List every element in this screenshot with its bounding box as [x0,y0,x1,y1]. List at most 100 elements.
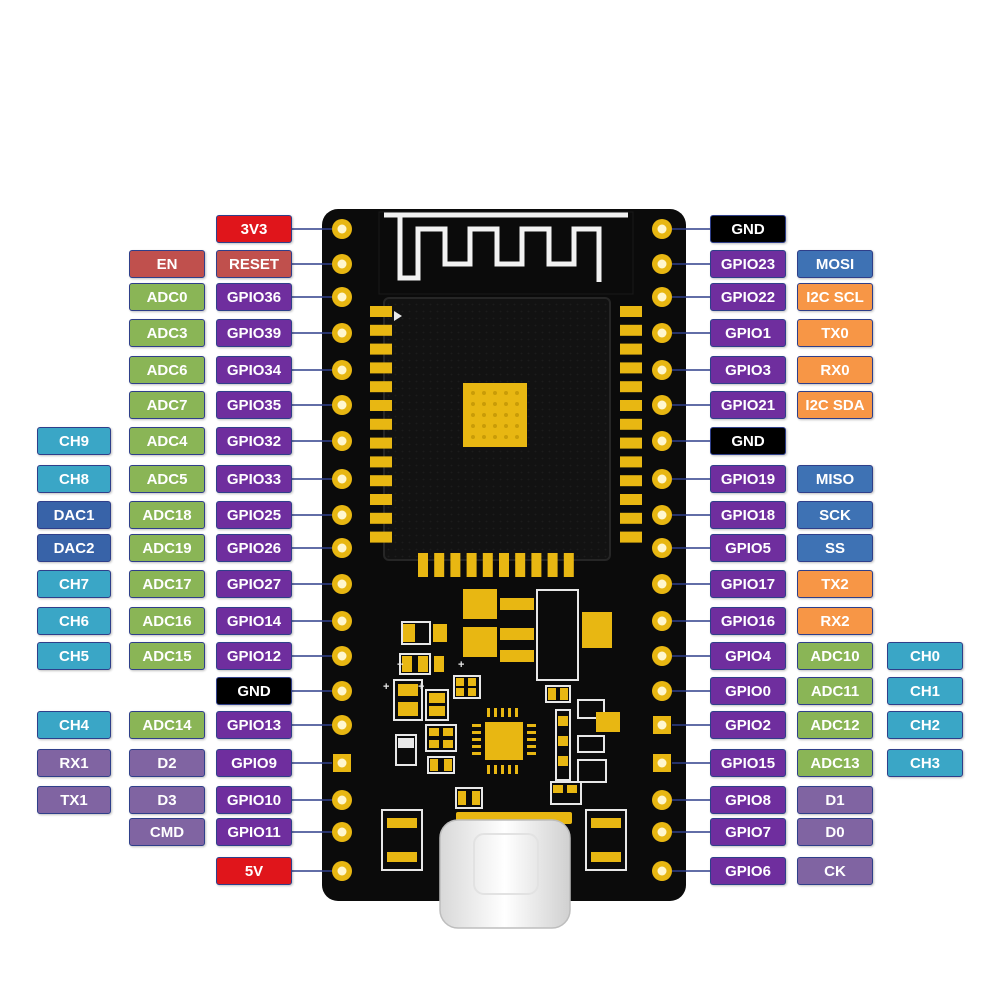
function-label-sck: SCK [797,501,873,529]
pin-label-gpio2: GPIO2 [710,711,786,739]
module-pad [620,343,642,355]
module-pad [499,553,509,577]
pin-hole [657,328,667,338]
pin-hole [657,758,667,768]
module-pad [482,553,493,577]
components [381,589,627,871]
function-label-ch1: CH1 [887,677,963,705]
module-pad [620,456,642,468]
pin-label-gpio13: GPIO13 [216,711,292,739]
pin-label-gpio18: GPIO18 [710,501,786,529]
usb-c-connector [439,812,572,929]
pin-label-gpio15: GPIO15 [710,749,786,777]
pin-label-gpio14: GPIO14 [216,607,292,635]
pin-hole [337,616,347,626]
pin-hole [657,224,667,234]
function-label-adc19: ADC19 [129,534,205,562]
pin-hole [657,292,667,302]
function-label-i2c-scl: I2C SCL [797,283,873,311]
pin-label-gpio17: GPIO17 [710,570,786,598]
module-pad [370,437,392,449]
pin-hole [337,474,347,484]
function-label-adc4: ADC4 [129,427,205,455]
function-label-tx0: TX0 [797,319,873,347]
pin-hole [657,651,667,661]
pin-label-gpio32: GPIO32 [216,427,292,455]
module-pad [370,494,392,505]
function-label-ch4: CH4 [37,711,111,739]
pin-hole [337,866,347,876]
pin-label-reset: RESET [216,250,292,278]
module-pad [370,324,392,336]
module-pad [620,400,642,411]
module-pad [620,475,642,487]
pin-label-gpio23: GPIO23 [710,250,786,278]
pin-label-gpio26: GPIO26 [216,534,292,562]
function-label-ch7: CH7 [37,570,111,598]
module-pad [370,343,392,355]
pin-label-gpio8: GPIO8 [710,786,786,814]
module-pad [450,553,461,577]
pin-hole [657,543,667,553]
function-label-d1: D1 [797,786,873,814]
module-pad [620,306,642,317]
function-label-adc18: ADC18 [129,501,205,529]
function-label-adc11: ADC11 [797,677,873,705]
function-label-adc7: ADC7 [129,391,205,419]
pin-label-gpio7: GPIO7 [710,818,786,846]
pin-hole [657,866,667,876]
pin-label-3v3: 3V3 [216,215,292,243]
function-label-ch0: CH0 [887,642,963,670]
pin-label-gpio11: GPIO11 [216,818,292,846]
pin-hole [337,686,347,696]
function-label-rx2: RX2 [797,607,873,635]
function-label-rx0: RX0 [797,356,873,384]
pin-label-5v: 5V [216,857,292,885]
pin-label-gpio5: GPIO5 [710,534,786,562]
module-pad [620,362,642,374]
pin-label-gpio9: GPIO9 [216,749,292,777]
pin-hole [657,827,667,837]
function-label-cmd: CMD [129,818,205,846]
pin-hole [657,579,667,589]
pin-hole [337,292,347,302]
pin-hole [337,543,347,553]
pin-hole [337,224,347,234]
pin-label-gpio35: GPIO35 [216,391,292,419]
pin-hole [657,795,667,805]
module-pad [620,381,642,393]
module-pad [418,553,428,577]
pin-label-gpio36: GPIO36 [216,283,292,311]
pin-label-gnd: GND [710,427,786,455]
function-label-ck: CK [797,857,873,885]
pin-hole [337,795,347,805]
pin-label-gpio12: GPIO12 [216,642,292,670]
module-pad [370,306,392,317]
pin-hole [337,720,347,730]
function-label-adc13: ADC13 [797,749,873,777]
module-pad [620,531,642,543]
module-pad [370,512,392,524]
pin-label-gpio22: GPIO22 [710,283,786,311]
pin-hole [657,436,667,446]
function-label-miso: MISO [797,465,873,493]
svg-text:+: + [383,681,389,693]
function-label-d0: D0 [797,818,873,846]
pin-label-gpio0: GPIO0 [710,677,786,705]
pin-hole [657,365,667,375]
function-label-ch5: CH5 [37,642,111,670]
pin-label-gpio4: GPIO4 [710,642,786,670]
pin-label-gpio34: GPIO34 [216,356,292,384]
function-label-tx1: TX1 [37,786,111,814]
pin-label-gpio21: GPIO21 [710,391,786,419]
function-label-ch6: CH6 [37,607,111,635]
pin-hole [657,474,667,484]
module-pad [547,553,558,577]
antenna-clearance [378,211,634,295]
module-pad [563,553,574,577]
pin-label-gnd: GND [216,677,292,705]
pin-hole [657,720,667,730]
pin-label-gpio6: GPIO6 [710,857,786,885]
